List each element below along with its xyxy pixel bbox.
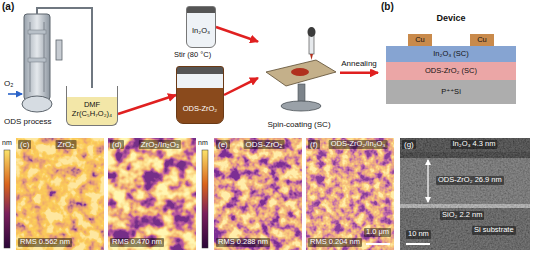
afm-images [4,138,394,250]
solution-vial: ODS-ZrO₂ [176,66,224,124]
rms-value: RMS 0.288 nm [216,238,270,247]
scale-label: 10 nm [406,230,431,239]
channel-layer: In₂O₃ (SC) [386,46,516,62]
rms-value: RMS 0.562 nm [18,238,72,247]
substrate-layer: P⁺⁺Si [386,80,516,104]
gas-label: O₂ [4,79,13,88]
spin-coater [266,27,336,111]
panel-title: ODS-ZrO₂ [244,140,285,149]
edge-label: Annealing [340,60,378,69]
panel-letter: (e) [216,140,230,149]
node-text: Spin-coating (SC) [267,121,330,130]
electrode-pad: Cu [408,34,432,46]
tem-image [400,138,530,250]
layer-thickness: ODS-ZrO₂ 26.9 nm [436,176,504,185]
dielectric-layer: ODS-ZrO₂ (SC) [386,62,516,80]
layer-thickness: SiO₂ 2.2 nm [440,211,484,220]
node-text: In₂O₃ [192,27,210,35]
node-text: Device [436,14,465,24]
device-stack: DeviceCu CuIn₂O₃ (SC) ODS-ZrO₂ (SC) P⁺⁺Si [378,14,524,110]
node-text: P⁺⁺Si [441,88,461,96]
node-text: Cu [415,36,425,44]
panel-letter: (g) [402,140,416,149]
panel-title: ODS-ZrO₂/In₂O₃ [329,140,388,149]
solution-vial: In₂O₃ [186,6,216,48]
process-caption: ODS process [4,117,52,126]
process-arrow [216,27,258,42]
layer-thickness: In₂O₃ 4.3 nm [450,140,497,149]
process-arrow [118,95,176,114]
condition-label: Stir (80 °C) [174,51,211,60]
scale-label: 1.0 μm [364,228,391,237]
precursor-beaker: DMF Zr(C₅H₇O₂)₄ [66,86,118,126]
node-text: Cu [477,36,487,44]
panel-letter: (c) [18,140,31,149]
spin-coater-step: Spin-coating (SC) [258,26,340,130]
process-arrow [340,72,378,75]
panel-letter: (a) [2,1,14,13]
layer-name: Si substrate [472,226,516,235]
node-text: DMF Zr(C₅H₇O₂)₄ [67,101,117,118]
node-text: ODS-ZrO₂ (SC) [425,67,477,75]
panel-letter: (b) [381,1,394,13]
rms-value: RMS 0.204 nm [308,238,362,247]
node-text: In₂O₃ (SC) [433,50,469,58]
unit-label: nm [198,139,208,147]
node-text: ODS-ZrO₂ [183,105,218,113]
electrode-pad: Cu [470,34,494,46]
unit-label: nm [2,139,12,147]
panel-title: ZrO₂/In₂O₃ [139,140,181,149]
panel-letter: (d) [110,140,124,149]
panel-title: ZrO₂ [56,140,77,149]
rms-value: RMS 0.470 nm [110,238,164,247]
process-arrow [224,78,258,95]
panel-letter: (f) [308,140,320,149]
